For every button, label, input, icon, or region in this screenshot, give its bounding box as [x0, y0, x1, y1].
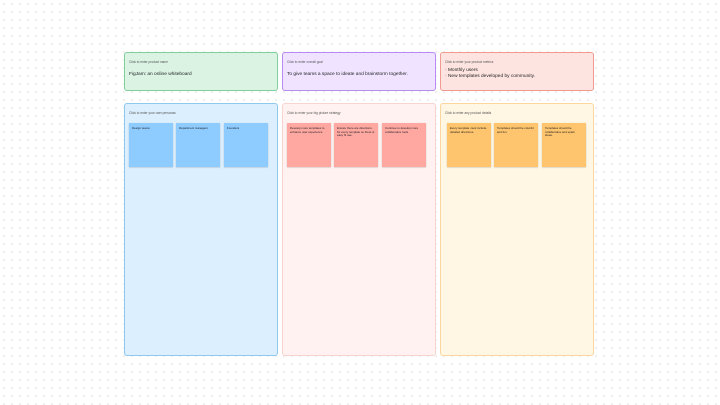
sticky-note[interactable]: Design teams: [129, 123, 173, 167]
product-name-hint: Click to enter product name: [129, 60, 168, 64]
product-metrics-list[interactable]: Monthly users New templates developed by…: [445, 68, 535, 80]
sticky-note[interactable]: Templates should be collaborative and sp…: [542, 123, 586, 167]
sticky-note[interactable]: Templates should be colorful and fun.: [494, 123, 538, 167]
overall-goal-text[interactable]: To give teams a space to ideate and brai…: [287, 72, 408, 77]
overall-goal-hint: Click to enter overall goal: [287, 60, 323, 64]
big-picture-strategy-section[interactable]: Click to enter your big picture strategy…: [282, 103, 436, 356]
product-metrics-card[interactable]: Click to enter your product metrics Mont…: [440, 52, 594, 91]
metric-item: Monthly users: [445, 68, 535, 74]
big-picture-strategy-hint: Click to enter your big picture strategy: [287, 111, 341, 115]
sticky-note[interactable]: Department managers: [176, 123, 220, 167]
sticky-note[interactable]: Continue to develop more collaborative t…: [382, 123, 426, 167]
product-name-text[interactable]: FigJam: an online whiteboard: [129, 72, 192, 77]
sticky-note[interactable]: Every template must include detailed dir…: [447, 123, 491, 167]
sticky-note[interactable]: Ensure there are directions for every te…: [334, 123, 378, 167]
metric-item: New templates developed by community.: [445, 74, 535, 80]
product-name-card[interactable]: Click to enter product name FigJam: an o…: [124, 52, 278, 91]
user-personas-section[interactable]: Click to enter your user personas Design…: [124, 103, 278, 356]
sticky-note[interactable]: Develop more templates to enhance user e…: [287, 123, 331, 167]
user-personas-hint: Click to enter your user personas: [129, 111, 176, 115]
product-metrics-hint: Click to enter your product metrics: [445, 60, 494, 64]
product-details-hint: Click to enter any product details: [445, 111, 492, 115]
product-details-section[interactable]: Click to enter any product details Every…: [440, 103, 594, 356]
overall-goal-card[interactable]: Click to enter overall goal To give team…: [282, 52, 436, 91]
sticky-note[interactable]: Founders: [224, 123, 268, 167]
